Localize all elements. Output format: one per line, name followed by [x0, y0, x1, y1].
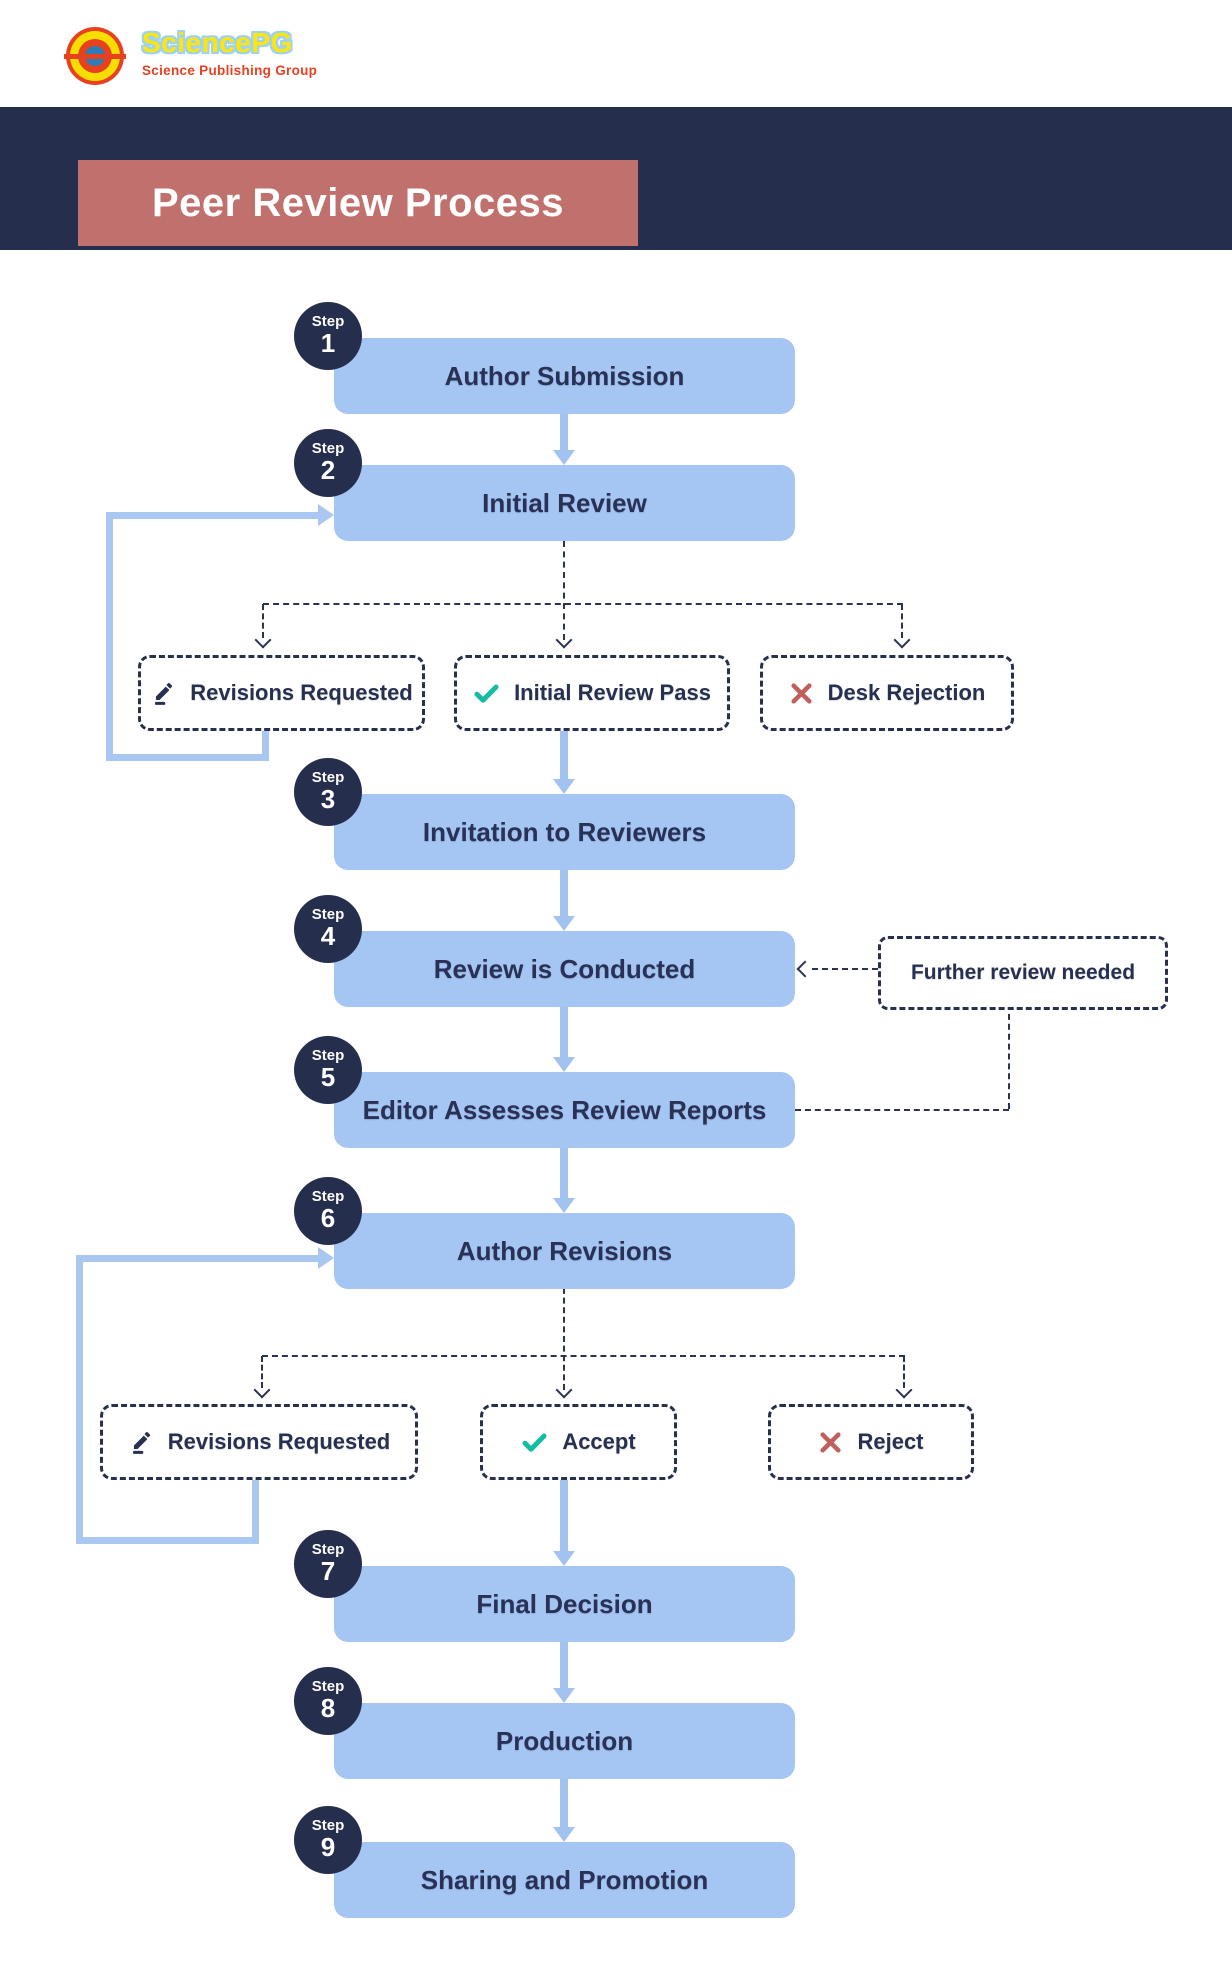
dashed-line-step6-down [563, 1288, 565, 1390]
dashed-arrowhead-down-icon [253, 1381, 271, 1399]
badge-word: Step [311, 439, 345, 457]
step-box-sharing-and-promotion: Sharing and Promotion [334, 1842, 795, 1918]
badge-word: Step [311, 312, 345, 330]
badge-number: 6 [320, 1202, 336, 1233]
badge-number: 9 [320, 1831, 336, 1862]
badge-number: 3 [320, 783, 336, 814]
page-title: Peer Review Process [152, 180, 564, 225]
top-bar: SciencePG Science Publishing Group [0, 0, 1232, 107]
header-band: Peer Review Process [0, 107, 1232, 250]
badge-number: 2 [320, 454, 336, 485]
pencil-icon [132, 1431, 150, 1454]
branch-label: Reject [857, 1429, 924, 1454]
step-box-review-is-conducted: Review is Conducted [334, 931, 795, 1007]
badge-word: Step [311, 768, 345, 786]
dashed-line-step5-to-further [795, 1109, 1009, 1111]
loop2-segment [76, 1537, 259, 1544]
step-box-initial-review: Initial Review [334, 465, 795, 541]
step-box-invitation-to-reviewers: Invitation to Reviewers [334, 794, 795, 870]
branch-box-desk-rejection: Desk Rejection [760, 655, 1014, 731]
flow-arrow-5-6 [553, 1148, 575, 1213]
dashed-line-step2-down [563, 541, 565, 640]
step-box-final-decision: Final Decision [334, 1566, 795, 1642]
branch-label: Revisions Requested [190, 680, 413, 705]
x-icon [791, 682, 812, 704]
title-box: Peer Review Process [78, 160, 638, 246]
step-box-author-revisions: Author Revisions [334, 1213, 795, 1289]
dashed-line-row2-right-drop [903, 1356, 905, 1388]
loop2-segment [252, 1474, 259, 1544]
x-icon [820, 1431, 842, 1453]
branch-box-revisions-requested-1: Revisions Requested [138, 655, 425, 731]
badge-number: 1 [320, 327, 336, 358]
flow-arrow-3-4 [553, 870, 575, 931]
loop1-segment [106, 512, 318, 519]
dashed-line-row1-right-drop [901, 604, 903, 638]
logo-text: SciencePG Science Publishing Group [142, 27, 318, 79]
loop1-segment [106, 512, 113, 761]
badge-number: 8 [320, 1692, 336, 1723]
loop2-segment [76, 1255, 83, 1544]
dashed-line-further-to-step4 [812, 968, 878, 970]
flow-arrow-4-5 [553, 1007, 575, 1072]
pencil-icon [155, 682, 173, 705]
check-icon [522, 1433, 547, 1452]
dashed-line-row2-horizontal [262, 1355, 905, 1357]
branch-label: Desk Rejection [827, 680, 986, 705]
branch-label: Initial Review Pass [514, 680, 711, 705]
branch-box-reject: Reject [768, 1404, 974, 1480]
badge-word: Step [311, 1677, 345, 1695]
branch-box-accept: Accept [480, 1404, 677, 1480]
dashed-arrowhead-down-icon [893, 631, 911, 649]
logo-brand-name: SciencePG [142, 27, 293, 58]
badge-word: Step [311, 905, 345, 923]
dashed-line-further-down [1008, 1004, 1010, 1109]
step-box-editor-assesses-reports: Editor Assesses Review Reports [334, 1072, 795, 1148]
branch-box-initial-review-pass: Initial Review Pass [454, 655, 730, 731]
annotation-further-review: Further review needed [878, 936, 1168, 1010]
dashed-line-row2-left-drop [261, 1356, 263, 1388]
badge-number: 5 [320, 1061, 336, 1092]
badge-word: Step [311, 1187, 345, 1205]
branch-label: Revisions Requested [167, 1429, 391, 1454]
flow-arrow-pass-3 [553, 727, 575, 794]
branch-box-revisions-requested-2: Revisions Requested [100, 1404, 418, 1480]
dashed-line-row1-horizontal [263, 603, 903, 605]
logo-horizontal-bar [64, 54, 126, 59]
logo-tagline: Science Publishing Group [142, 63, 318, 78]
loop1-segment [106, 754, 269, 761]
flow-arrow-accept-7 [553, 1476, 575, 1566]
loop1-arrowhead-right-icon [318, 504, 334, 526]
badge-number: 4 [320, 920, 336, 951]
step-box-production: Production [334, 1703, 795, 1779]
step-box-author-submission: Author Submission [334, 338, 795, 414]
loop2-arrowhead-right-icon [318, 1247, 334, 1269]
badge-number: 7 [320, 1555, 336, 1586]
dashed-arrowhead-down-icon [895, 1381, 913, 1399]
dashed-arrowhead-left-icon [796, 960, 814, 978]
dashed-arrowhead-down-icon [555, 631, 573, 649]
branch-label: Accept [562, 1429, 636, 1454]
badge-word: Step [311, 1816, 345, 1834]
badge-word: Step [311, 1540, 345, 1558]
badge-word: Step [311, 1046, 345, 1064]
check-icon [474, 684, 499, 703]
flow-arrow-1-2 [553, 414, 575, 465]
loop1-segment [262, 725, 269, 761]
loop2-segment [76, 1255, 318, 1262]
dashed-arrowhead-down-icon [254, 631, 272, 649]
flow-arrow-7-8 [553, 1642, 575, 1703]
flow-arrow-8-9 [553, 1779, 575, 1842]
dashed-line-row1-left-drop [262, 604, 264, 638]
dashed-arrowhead-down-icon [555, 1381, 573, 1399]
